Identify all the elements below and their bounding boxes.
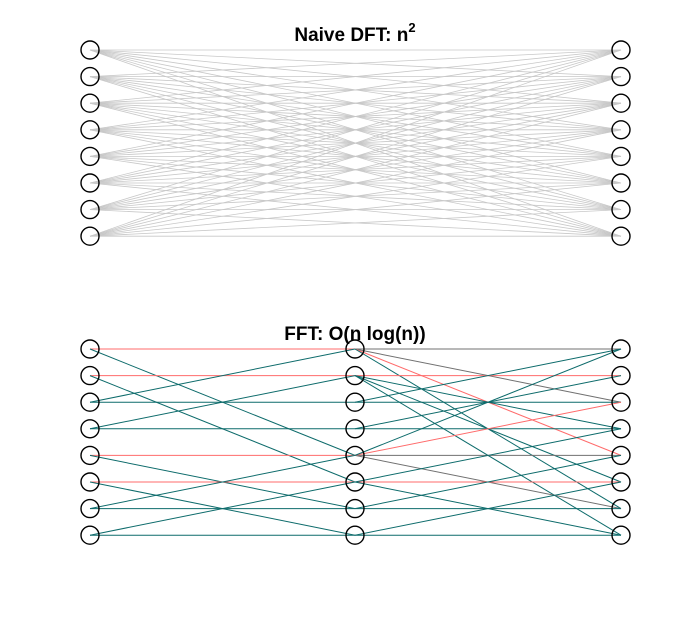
naive-input-node-3 bbox=[80, 120, 100, 140]
naive-output-node-0 bbox=[611, 40, 631, 60]
fft-input-node-1 bbox=[80, 365, 100, 386]
fft-input-node-3 bbox=[80, 419, 100, 439]
naive-input-node-4 bbox=[80, 146, 100, 167]
fft-stage2-edge-22 bbox=[354, 481, 622, 536]
title-naive-dft: Naive DFT: n2 bbox=[294, 20, 415, 46]
naive-input-node-5 bbox=[80, 173, 100, 193]
naive-edge-1-0 bbox=[89, 49, 622, 77]
fft-middle-node-2 bbox=[345, 392, 365, 412]
naive-input-node-0 bbox=[80, 40, 100, 60]
fft-middle-node-7 bbox=[345, 525, 365, 545]
naive-input-node-6 bbox=[80, 199, 100, 220]
naive-edge-7-2 bbox=[89, 102, 622, 237]
fft-nodes-group bbox=[80, 339, 631, 545]
naive-edge-7-4 bbox=[89, 156, 622, 237]
fft-stage2-edge-14 bbox=[354, 401, 622, 456]
fft-middle-node-6 bbox=[345, 498, 365, 519]
panel-fft: FFT: O(n log(n)) bbox=[80, 324, 631, 545]
fft-output-node-2 bbox=[611, 392, 631, 412]
fft-middle-node-0 bbox=[345, 339, 365, 359]
fft-input-node-0 bbox=[80, 339, 100, 359]
fft-output-node-6 bbox=[611, 498, 631, 519]
naive-edge-2-0 bbox=[89, 49, 622, 104]
fft-input-node-7 bbox=[80, 525, 100, 545]
naive-edge-6-0 bbox=[89, 49, 622, 210]
fft-stage2-edge-15 bbox=[354, 348, 622, 456]
naive-input-node-2 bbox=[80, 93, 100, 113]
fft-stage1-edge-5 bbox=[89, 348, 356, 403]
naive-output-node-3 bbox=[611, 120, 631, 140]
title-fft: FFT: O(n log(n)) bbox=[284, 324, 425, 345]
naive-edge-7-6 bbox=[89, 209, 622, 237]
naive-nodes-group bbox=[80, 40, 631, 246]
fft-middle-node-4 bbox=[345, 445, 365, 466]
fft-input-node-5 bbox=[80, 472, 100, 492]
fft-edges-group bbox=[89, 348, 622, 536]
fft-stage2-edge-18 bbox=[354, 428, 622, 483]
naive-output-node-5 bbox=[611, 173, 631, 193]
fft-middle-node-3 bbox=[345, 419, 365, 439]
fft-stage2-edge-9 bbox=[354, 348, 622, 403]
naive-edge-5-0 bbox=[89, 49, 622, 184]
title-naive-dft-text: Naive DFT: n bbox=[294, 25, 408, 46]
fft-middle-node-1 bbox=[345, 365, 365, 386]
fft-input-node-2 bbox=[80, 392, 100, 412]
naive-input-node-7 bbox=[80, 226, 100, 246]
naive-edge-4-0 bbox=[89, 49, 622, 157]
fft-stage1-edge-7 bbox=[89, 375, 356, 430]
fft-output-node-0 bbox=[611, 339, 631, 359]
fft-stage1-edge-13 bbox=[89, 454, 356, 510]
fft-output-node-1 bbox=[611, 365, 631, 386]
naive-edge-7-5 bbox=[89, 182, 622, 237]
fft-output-node-4 bbox=[611, 445, 631, 466]
fft-stage2-edge-20 bbox=[354, 454, 622, 510]
naive-output-node-4 bbox=[611, 146, 631, 167]
fft-output-node-5 bbox=[611, 472, 631, 492]
naive-edge-7-0 bbox=[89, 49, 622, 237]
naive-output-node-7 bbox=[611, 226, 631, 246]
fft-middle-node-5 bbox=[345, 472, 365, 492]
panel-naive-dft: Naive DFT: n2 bbox=[80, 20, 631, 246]
naive-edge-3-0 bbox=[89, 49, 622, 131]
naive-edge-7-1 bbox=[89, 76, 622, 237]
fft-output-node-7 bbox=[611, 525, 631, 545]
fft-input-node-6 bbox=[80, 498, 100, 519]
naive-output-node-1 bbox=[611, 66, 631, 87]
naive-edge-7-3 bbox=[89, 129, 622, 237]
naive-input-node-1 bbox=[80, 66, 100, 87]
fft-stage1-edge-15 bbox=[89, 481, 356, 536]
naive-output-node-2 bbox=[611, 93, 631, 113]
naive-edges-group bbox=[89, 49, 622, 237]
fft-output-node-3 bbox=[611, 419, 631, 439]
fft-input-node-4 bbox=[80, 445, 100, 466]
naive-output-node-6 bbox=[611, 199, 631, 220]
title-naive-dft-superscript: 2 bbox=[408, 20, 415, 35]
